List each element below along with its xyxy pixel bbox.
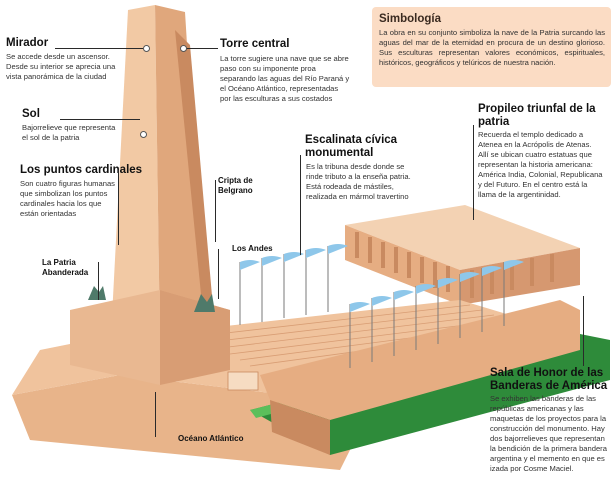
andes-label: Los Andes: [232, 244, 273, 253]
simbologia-text: La obra en su conjunto simboliza la nave…: [379, 28, 605, 67]
simbologia-title: Simbología: [379, 13, 441, 25]
torre-text: La torre sugiere una nave que se abre pa…: [220, 54, 350, 103]
mirador-text: Se accede desde un ascensor. Desde su in…: [6, 52, 116, 81]
escalinata-title: Escalinata cívica monumental: [305, 134, 398, 159]
patria-leader: [98, 262, 99, 300]
propileo-text: Recuerda el templo dedicado a Atenea en …: [478, 130, 603, 199]
cripta-leader: [215, 180, 216, 242]
tower-prow: [175, 30, 215, 335]
propileo-title: Propileo triunfal de la patria: [478, 103, 596, 128]
escalinata-leader: [300, 155, 301, 255]
sol-leader: [60, 119, 140, 120]
sala-leader: [583, 296, 584, 366]
oceano-label: Océano Atlántico: [178, 434, 244, 443]
cardinales-title: Los puntos cardinales: [20, 164, 143, 176]
simbologia-box: Simbología La obra en su conjunto simbol…: [372, 7, 611, 87]
propileo-leader: [473, 125, 474, 220]
cripta-label: Cripta de Belgrano: [218, 176, 253, 195]
sol-text: Bajorrelieve que representa el sol de la…: [22, 123, 116, 142]
cardinales-leader: [118, 170, 119, 245]
flagpoles: [239, 246, 505, 368]
propileo-roof: [345, 205, 580, 270]
flags: [240, 244, 524, 312]
mirador-title: Mirador: [6, 37, 49, 49]
sculptures: [88, 286, 215, 312]
escalinata-text: Es la tribuna desde donde se rinde tribu…: [306, 162, 411, 201]
tower-left-face: [110, 5, 160, 355]
tower-base-front: [160, 290, 230, 385]
mirador-leader: [55, 48, 143, 49]
andes-leader: [218, 249, 219, 299]
tower-right-face: [155, 5, 205, 345]
sol-title: Sol: [22, 108, 40, 120]
sol-marker: [140, 131, 147, 138]
sala-title: Sala de Honor de las Banderas de América: [490, 367, 608, 392]
torre-leader: [185, 48, 218, 49]
oceano-leader: [155, 392, 156, 437]
torre-marker: [180, 45, 187, 52]
relief-plaque: [227, 371, 259, 391]
sala-block: [260, 300, 580, 420]
torre-title: Torre central: [220, 38, 290, 50]
cardinales-text: Son cuatro figuras humanas que simboliza…: [20, 179, 115, 218]
sala-block-face: [270, 400, 330, 455]
mirador-marker: [143, 45, 150, 52]
patria-label: La Patria Abanderada: [42, 258, 89, 277]
sala-text: Se exhiben las banderas de las república…: [490, 394, 607, 473]
